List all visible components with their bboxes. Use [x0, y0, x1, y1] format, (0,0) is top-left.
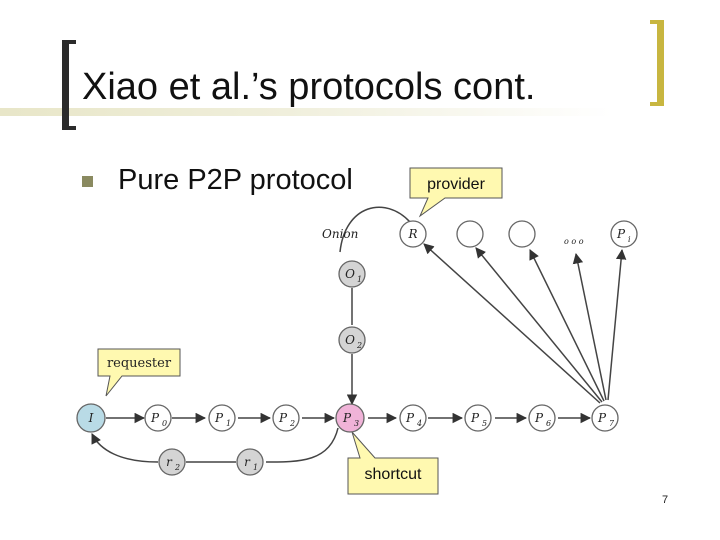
node-r: R: [399, 220, 427, 248]
node-pi: P i: [610, 220, 638, 248]
node-p4: P 4: [399, 404, 427, 432]
edge-p7-n3: [529, 249, 605, 402]
node-p6: P 6: [528, 404, 556, 432]
bullet-square-icon: [82, 176, 93, 187]
svg-text:P: P: [597, 411, 607, 425]
svg-text:r: r: [166, 455, 173, 469]
svg-text:P: P: [150, 411, 160, 425]
svg-text:4: 4: [416, 419, 422, 428]
svg-text:1: 1: [226, 419, 231, 428]
node-r1: r 1: [236, 448, 264, 476]
requester-callout: requester: [97, 348, 181, 397]
edge-p7-n4: [572, 252, 607, 401]
slide-title: Xiao et al.’s protocols cont.: [82, 66, 536, 108]
bullet-text: Pure P2P protocol: [118, 164, 353, 196]
svg-text:P: P: [470, 411, 480, 425]
node-p0: P 0: [144, 404, 172, 432]
edge-p7-pi: [607, 248, 627, 401]
svg-text:6: 6: [546, 419, 551, 428]
svg-text:O: O: [345, 267, 355, 281]
svg-text:1: 1: [357, 275, 362, 284]
svg-text:2: 2: [289, 419, 295, 428]
title-bracket-right: [650, 20, 664, 106]
svg-text:P: P: [534, 411, 544, 425]
svg-text:r: r: [244, 455, 251, 469]
node-o1: O 1: [338, 260, 366, 288]
svg-text:P: P: [342, 411, 352, 425]
svg-text:P: P: [278, 411, 288, 425]
edge-p7-n2: [475, 247, 603, 403]
ellipsis-dots: o o o: [564, 237, 584, 246]
node-p5: P 5: [464, 404, 492, 432]
svg-text:I: I: [88, 411, 94, 425]
svg-text:0: 0: [162, 419, 167, 428]
svg-text:i: i: [628, 235, 631, 244]
node-o2: O 2: [338, 326, 366, 354]
shortcut-callout: shortcut: [347, 431, 439, 495]
svg-text:P: P: [616, 227, 626, 241]
svg-text:P: P: [214, 411, 224, 425]
node-i: I: [76, 403, 106, 433]
svg-text:5: 5: [482, 419, 487, 428]
node-p3: P 3: [335, 403, 365, 433]
title-bracket-left: [62, 40, 76, 130]
node-r2: r 2: [158, 448, 186, 476]
page-number: 7: [662, 494, 669, 506]
node-p2: P 2: [272, 404, 300, 432]
edge-p7-r: [423, 243, 601, 404]
node-empty-1: [456, 220, 484, 248]
shortcut-label: shortcut: [365, 466, 422, 483]
onion-label: Onion: [322, 227, 358, 241]
requester-label: requester: [107, 356, 172, 371]
onion-connector: [339, 206, 411, 253]
node-p7: P 7: [591, 404, 619, 432]
title-underline-band: [0, 108, 720, 116]
node-p1: P 1: [208, 404, 236, 432]
edge-r2-i: [91, 433, 159, 463]
svg-text:2: 2: [356, 341, 362, 350]
svg-text:R: R: [407, 227, 417, 241]
provider-callout: provider: [409, 167, 503, 218]
svg-text:7: 7: [609, 419, 615, 428]
svg-text:1: 1: [253, 463, 258, 472]
svg-text:P: P: [405, 411, 415, 425]
svg-text:O: O: [345, 333, 355, 347]
svg-text:2: 2: [174, 463, 180, 472]
svg-text:3: 3: [354, 419, 359, 428]
node-empty-2: [508, 220, 536, 248]
provider-label: provider: [427, 176, 485, 193]
edge-p3-r1: [265, 427, 339, 463]
